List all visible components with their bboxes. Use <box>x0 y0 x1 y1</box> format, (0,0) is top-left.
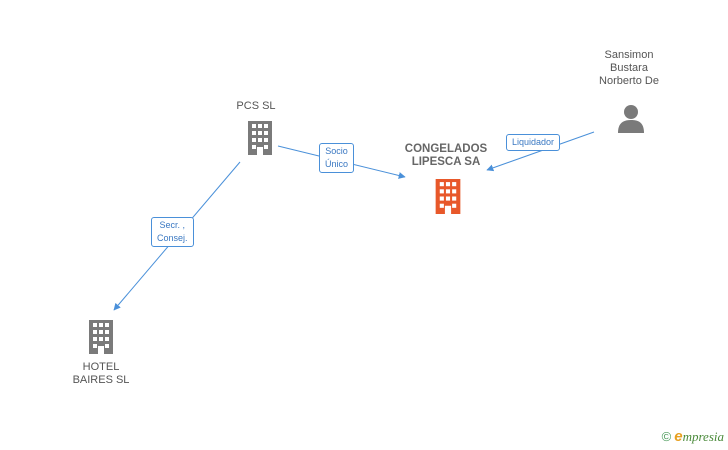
node-label-hotel-line-1: HOTEL <box>82 361 120 373</box>
edge-label-secr[interactable]: Secr. , Consej. <box>151 217 194 247</box>
edge-line-liquidador <box>486 131 595 172</box>
building-icon[interactable] <box>245 121 275 155</box>
edge-label-secr-line-2: Consej. <box>157 233 188 243</box>
edge-label-secr-line-1: Secr. , <box>159 220 186 230</box>
building-icon[interactable] <box>86 320 116 354</box>
person-icon[interactable] <box>616 104 646 134</box>
brand-e-letter: e <box>674 428 683 445</box>
edge-label-socio[interactable]: Socio Único <box>319 143 355 173</box>
node-label-congelados[interactable]: CONGELADOS LIPESCA SA <box>396 143 496 169</box>
node-label-hotel[interactable]: HOTEL BAIRES SL <box>61 361 141 387</box>
node-label-congelados-line-2: LIPESCA SA <box>411 156 481 168</box>
node-label-sansimon-line-2: Bustara <box>610 62 648 74</box>
node-label-congelados-line-1: CONGELADOS <box>404 143 488 155</box>
node-label-hotel-line-2: BAIRES SL <box>72 374 130 386</box>
edge-label-liquidador-line-1: Liquidador <box>512 137 555 147</box>
node-label-sansimon[interactable]: Sansimon Bustara Norberto De <box>584 49 674 88</box>
node-label-pcs[interactable]: PCS SL <box>226 100 286 113</box>
building-icon[interactable] <box>432 179 464 214</box>
empresia-logo[interactable]: ©empresia <box>662 428 724 445</box>
brand-name: mpresia <box>682 429 724 444</box>
edge-label-liquidador[interactable]: Liquidador <box>506 134 561 151</box>
node-label-pcs-line: PCS SL <box>236 100 276 112</box>
copyright-icon: © <box>661 429 672 444</box>
edge-label-socio-line-2: Único <box>325 159 349 169</box>
node-label-sansimon-line-1: Sansimon <box>604 49 654 61</box>
edge-label-socio-line-1: Socio <box>325 146 348 156</box>
node-label-sansimon-line-3: Norberto De <box>599 75 659 87</box>
